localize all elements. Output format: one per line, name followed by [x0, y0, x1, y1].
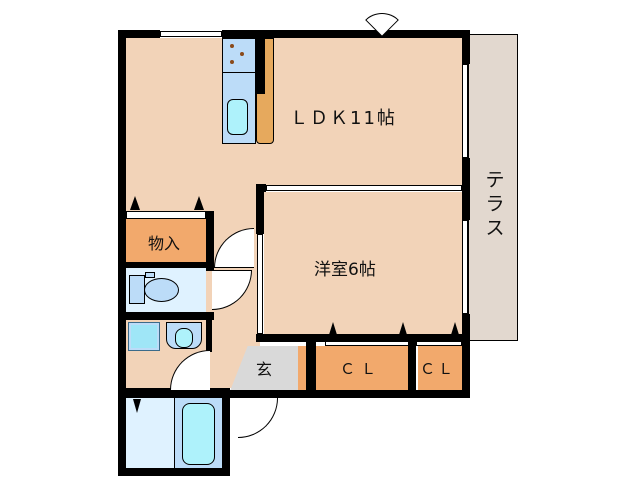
closet-door-marker	[450, 322, 460, 338]
stove-burner	[240, 52, 244, 56]
storage-room	[126, 219, 206, 262]
stove-burner	[230, 44, 234, 48]
window-ldk-east[interactable]	[462, 64, 468, 158]
window-bedroom-east[interactable]	[462, 220, 468, 314]
wall-wash-right	[206, 312, 212, 352]
storage-door-marker	[130, 196, 140, 210]
wall-bottom-bath	[118, 468, 230, 476]
wall-bottom-closets	[230, 390, 470, 398]
storage-label: 物入	[148, 234, 181, 253]
bedroom-floor	[264, 192, 462, 340]
terrace-label: テラス	[485, 169, 505, 239]
toilet-tank	[129, 275, 145, 304]
ldk-floor	[126, 38, 462, 188]
washing-machine-pan	[128, 322, 160, 351]
shoe-cabinet	[298, 346, 306, 391]
closet-1	[316, 346, 408, 391]
wall-top	[222, 30, 470, 38]
toilet-bowl	[144, 278, 179, 302]
wall-bedroom-left	[256, 184, 264, 234]
wall-top-left	[118, 30, 160, 38]
wall-storage-right	[206, 211, 214, 271]
wall-right-lower	[462, 314, 470, 398]
wall-toilet-bottom	[118, 312, 214, 320]
entrance-label: 玄	[256, 360, 273, 379]
stove-burner	[230, 60, 234, 64]
sliding-door-bedroom-top[interactable]	[266, 185, 462, 191]
wall-wash-bottom	[118, 388, 230, 398]
closet-door-marker	[398, 322, 408, 338]
sliding-door-bedroom-left[interactable]	[257, 234, 263, 334]
wall-bath-right	[222, 390, 230, 476]
ldk-label: ＬＤＫ11帖	[290, 108, 397, 129]
toilet-door[interactable]	[212, 270, 252, 310]
wall-storage-bottom	[118, 262, 214, 268]
western-room-label: 洋室6帖	[314, 260, 376, 280]
closet-door-marker	[328, 322, 338, 338]
wall-closet-divider	[408, 340, 416, 392]
window-top[interactable]	[160, 31, 222, 37]
kitchen-partition-wall	[256, 30, 265, 94]
closet-1-label: ＣＬ	[340, 360, 383, 378]
washbasin-bowl	[175, 328, 193, 348]
storage-door[interactable]	[126, 211, 206, 219]
closet-2-label: ＣＬ	[420, 360, 457, 378]
kitchen-stove	[222, 38, 256, 73]
wall-closet-left	[306, 340, 316, 392]
bath-door-marker	[133, 399, 141, 413]
wall-bedroom-bottom	[256, 334, 470, 342]
toilet-lid	[145, 272, 155, 278]
storage-door-marker	[194, 196, 204, 210]
entrance-door[interactable]	[238, 398, 278, 438]
wall-left	[118, 30, 126, 476]
kitchen-sink	[227, 99, 248, 135]
bathtub	[182, 403, 215, 465]
closet-2	[418, 346, 462, 391]
wall-right-mid	[462, 158, 470, 220]
wall-right-upper	[462, 30, 470, 64]
